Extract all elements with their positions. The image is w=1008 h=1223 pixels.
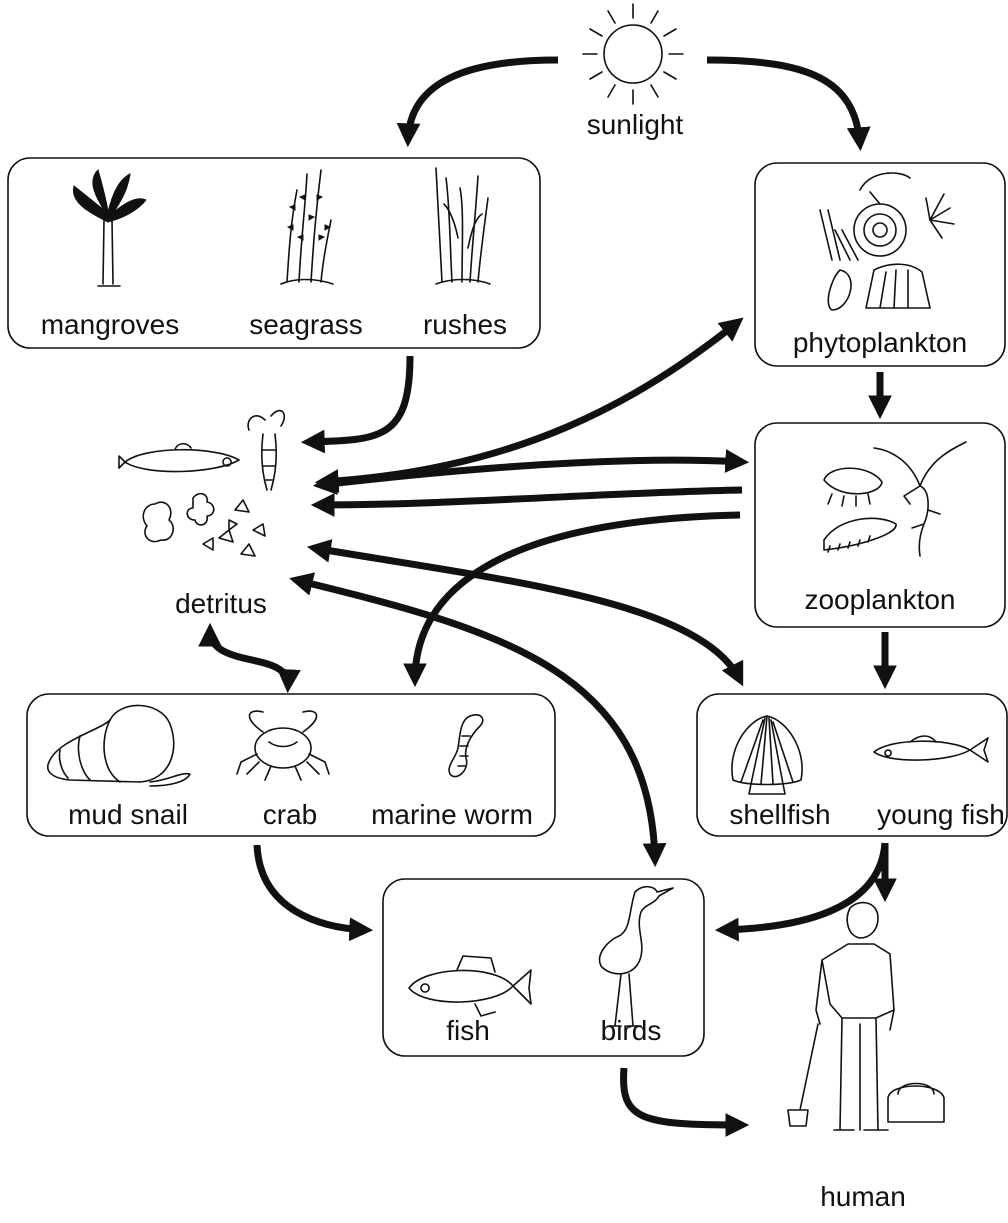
detritus-label: detritus — [175, 588, 267, 619]
phytoplankton-label: phytoplankton — [793, 327, 967, 358]
seagrass-label: seagrass — [249, 309, 363, 340]
rushes-label: rushes — [423, 309, 507, 340]
arrow-youngfish-to-fish — [722, 843, 885, 930]
arrow-zooplankton-to-detritus — [318, 490, 742, 505]
zooplankton-label: zooplankton — [804, 584, 955, 615]
shellfish-label: shellfish — [729, 799, 830, 830]
arrow-sun-to-producers — [408, 60, 558, 140]
mud-snail-label: mud snail — [68, 799, 188, 830]
marine-worm-label: marine worm — [371, 799, 533, 830]
sunlight-label: sunlight — [587, 109, 684, 140]
detritus-icon — [119, 411, 284, 556]
young-fish-label: young fish — [877, 799, 1005, 830]
arrow-producers-to-detritus — [308, 356, 410, 442]
arrow-sun-to-phytoplankton — [707, 60, 860, 144]
birds-label: birds — [601, 1015, 662, 1046]
mangroves-label: mangroves — [41, 309, 180, 340]
crab-label: crab — [263, 799, 317, 830]
human-label: human — [820, 1181, 906, 1212]
arrow-detritus-benthic — [210, 630, 288, 686]
arrow-birds-to-human — [624, 1068, 742, 1125]
sun-icon — [583, 4, 683, 104]
arrow-detritus-shellfish — [314, 548, 740, 680]
arrow-benthic-to-fish — [257, 845, 366, 930]
human-icon — [788, 903, 944, 1130]
fish-label: fish — [446, 1015, 490, 1046]
